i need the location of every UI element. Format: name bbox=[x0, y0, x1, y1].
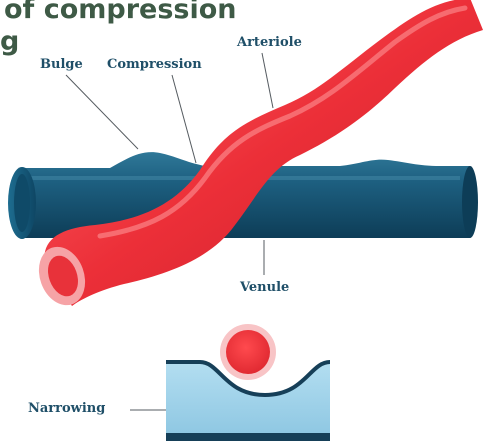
cross-section bbox=[166, 324, 330, 441]
label-arteriole: Arteriole bbox=[237, 35, 302, 50]
compression-leader-line bbox=[172, 75, 196, 163]
arteriole-leader-line bbox=[262, 53, 273, 108]
label-compression: Compression bbox=[107, 57, 202, 72]
label-narrowing: Narrowing bbox=[28, 401, 105, 416]
label-bulge: Bulge bbox=[40, 57, 83, 72]
bulge-leader-line bbox=[66, 75, 138, 149]
label-venule: Venule bbox=[240, 280, 289, 295]
